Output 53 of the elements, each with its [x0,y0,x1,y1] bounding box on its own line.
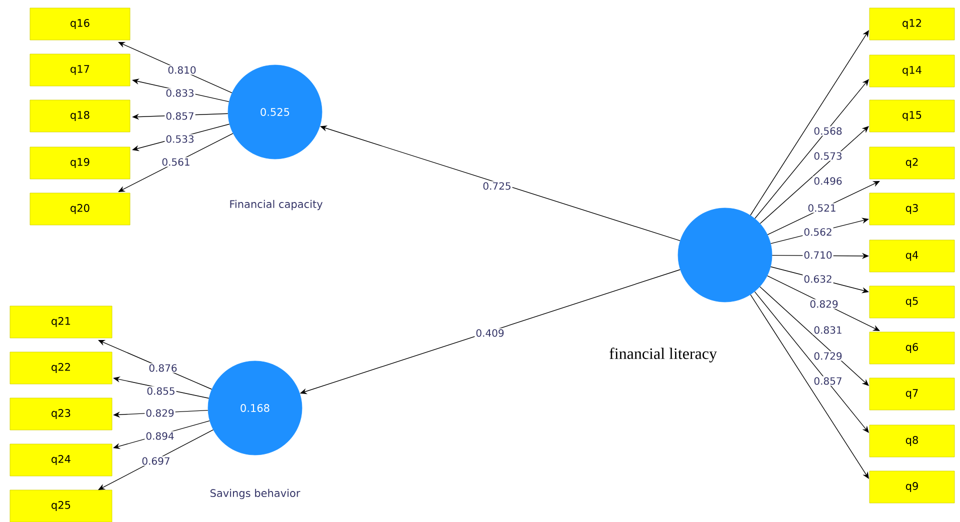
indicator-box: q25 [10,490,112,522]
indicator-box: q19 [30,146,130,180]
indicator-box: q21 [10,306,112,338]
indicator-box: q24 [10,444,112,476]
indicator-box: q12 [869,8,955,40]
edge-label: 0.568 [812,126,844,136]
circle-node: 0.525 [228,64,322,160]
edge-label: 0.521 [806,203,838,213]
edge-label: 0.876 [148,363,178,373]
indicator-box: q7 [869,378,955,410]
edge-label: 0.697 [140,456,172,466]
edge-label: 0.855 [146,386,176,396]
arrow [750,294,869,479]
arrow [320,126,680,242]
indicator-box: q17 [30,54,130,86]
indicator-box: q20 [30,192,130,226]
indicator-box: q15 [869,100,955,132]
edge-label: 0.729 [812,351,844,361]
indicator-box: q14 [869,54,955,88]
edge-label: 0.573 [812,151,844,161]
edge-label: 0.829 [808,299,840,309]
edge-label: 0.409 [474,328,506,338]
arrow [760,126,869,224]
edge-label: 0.496 [812,176,844,186]
edge-label: 0.857 [164,111,196,121]
edge-label: 0.632 [802,274,834,284]
edge-label: 0.857 [812,376,844,386]
edge-label: 0.725 [482,181,512,191]
indicator-box: q5 [869,286,955,318]
node-caption: Financial capacity [230,200,323,210]
indicator-box: q22 [10,352,112,384]
indicator-box: q23 [10,398,112,430]
edge-label: 0.810 [166,65,198,75]
edge-label: 0.831 [812,325,844,335]
indicator-box: q8 [869,424,955,458]
indicator-box: q18 [30,100,130,132]
indicator-box: q6 [869,332,955,364]
node-caption: Savings behavior [210,488,300,500]
edge-label: 0.533 [164,134,196,144]
edge-label: 0.829 [144,408,176,418]
circle-node: 0.168 [208,360,302,456]
edge-label: 0.561 [160,157,192,167]
edge-label: 0.562 [802,227,834,237]
arrow [760,286,869,386]
node-caption: financial literacy [610,348,717,362]
indicator-box: q4 [869,240,955,272]
edge-label: 0.710 [802,250,834,260]
indicator-box: q3 [869,192,955,226]
indicator-box: q2 [869,146,955,180]
edge-label: 0.894 [144,431,176,441]
indicator-box: q9 [869,470,955,504]
indicator-box: q16 [30,8,130,40]
edge-label: 0.833 [164,88,196,98]
